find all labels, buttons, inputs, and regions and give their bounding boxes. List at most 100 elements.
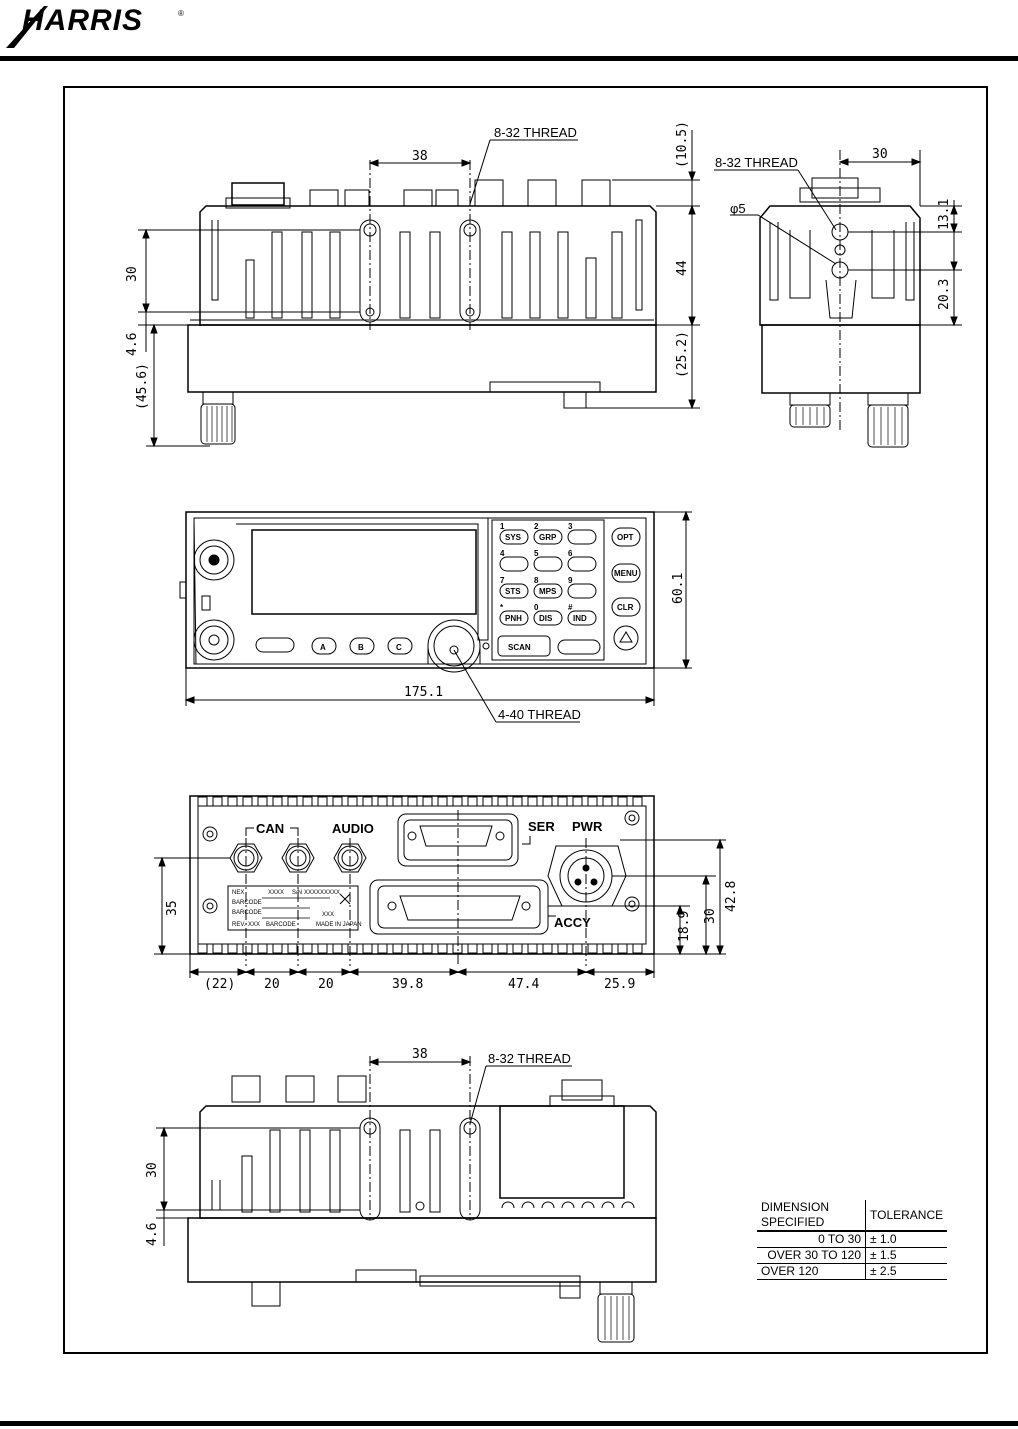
fin-tooth-top — [377, 796, 388, 807]
fin-tooth-top — [437, 796, 448, 807]
fin-tooth-top — [317, 796, 328, 807]
keypad-key-number: 5 — [534, 549, 539, 558]
fin-tooth-top — [407, 796, 418, 807]
keypad-key-number: 7 — [500, 576, 505, 585]
dim-25-2: (25.2) — [675, 331, 690, 378]
rear-dim-25-9: 25.9 — [604, 977, 635, 992]
accy-label: ACCY — [554, 915, 591, 930]
keypad-key-number: 1 — [500, 522, 505, 531]
keypad-key: 3 — [567, 522, 597, 545]
dim-38: 38 — [412, 149, 428, 164]
fin-tooth-bottom — [407, 943, 418, 954]
rear-dim-22: (22) — [204, 977, 235, 992]
keypad-key-body — [499, 583, 529, 599]
fin-tooth-top — [512, 796, 523, 807]
audio-label: AUDIO — [332, 821, 374, 836]
fin-tooth-bottom — [572, 943, 583, 954]
keypad-key-number: 4 — [500, 549, 505, 558]
key-b: B — [358, 643, 364, 652]
fin-tooth-bottom — [257, 943, 268, 954]
fin-tooth-top — [467, 796, 478, 807]
fin-tooth-bottom — [302, 943, 313, 954]
tol-value: ± 2.5 — [865, 1263, 948, 1280]
fin-tooth-bottom — [437, 943, 448, 954]
fin-tooth-bottom — [617, 943, 628, 954]
table-row: OVER 30 TO 120 ± 1.5 — [757, 1247, 948, 1264]
drawing-frame — [63, 86, 988, 1354]
keypad-key-body — [533, 556, 563, 572]
rear-dim-42-8: 42.8 — [724, 881, 739, 912]
keypad-key-number: 0 — [534, 603, 539, 612]
tolerance-header-row: DIMENSION SPECIFIED TOLERANCE — [757, 1200, 948, 1232]
svg-text:NEX: NEX — [232, 890, 244, 896]
fin-tooth-bottom — [392, 943, 403, 954]
rear-dim-30: 30 — [703, 908, 718, 924]
harris-logo: HARRIS ® — [6, 4, 184, 48]
fin-tooth-bottom — [212, 943, 223, 954]
key-opt: OPT — [617, 533, 634, 542]
fin-tooth-bottom — [497, 943, 508, 954]
svg-text:BARCODE: BARCODE — [266, 922, 296, 928]
keypad-key-body — [567, 583, 597, 599]
fin-tooth-bottom — [377, 943, 388, 954]
key-scan: SCAN — [508, 643, 531, 652]
fin-tooth-top — [422, 796, 433, 807]
logo-swoosh — [6, 6, 48, 48]
keypad-key-label: MPS — [539, 587, 557, 596]
fin-tooth-bottom — [287, 943, 298, 954]
svg-text:XXXX: XXXX — [268, 890, 284, 896]
tolerance-table: DIMENSION SPECIFIED TOLERANCE 0 TO 30 ± … — [757, 1200, 948, 1280]
header-dimension: DIMENSION SPECIFIED — [757, 1200, 866, 1232]
fin-tooth-top — [302, 796, 313, 807]
dim-60-1: 60.1 — [671, 573, 686, 604]
top-view: 38 8-32 THREAD 30 4.6 (45.6) (10.5) 44 (… — [125, 121, 700, 448]
svg-text:XXXXXXXXX: XXXXXXXXX — [304, 890, 340, 896]
header-rule — [0, 56, 1018, 61]
fin-tooth-top — [347, 796, 358, 807]
fin-tooth-top — [272, 796, 283, 807]
fin-tooth-bottom — [587, 943, 598, 954]
keypad-key-body — [533, 583, 563, 599]
rear-panel-view: CAN AUDIO SER PWR ACCY — [154, 795, 739, 992]
fin-tooth-top — [392, 796, 403, 807]
tol-range: OVER 120 — [757, 1263, 866, 1280]
rear-dim-20a: 20 — [264, 977, 280, 992]
svg-text:MADE IN JAPAN: MADE IN JAPAN — [316, 922, 362, 928]
keypad-key: 6 — [567, 549, 597, 572]
keypad-key: *PNH — [499, 603, 529, 626]
svg-text:BARCODE: BARCODE — [232, 910, 262, 916]
fin-tooth-bottom — [362, 943, 373, 954]
dim-175-1: 175.1 — [404, 685, 443, 700]
keypad-key-label: DIS — [539, 614, 553, 623]
fin-tooth-bottom — [542, 943, 553, 954]
dim-4-6: 4.6 — [125, 333, 140, 356]
fin-tooth-bottom — [347, 943, 358, 954]
ser-label: SER — [528, 819, 555, 834]
fin-tooth-top — [542, 796, 553, 807]
key-c: C — [396, 643, 402, 652]
keypad-key-label: PNH — [505, 614, 522, 623]
label-plate: NEX XXXX S/N XXXXXXXXX BARCODE BARCODE X… — [232, 890, 362, 928]
fin-tooth-bottom — [332, 943, 343, 954]
keypad-key-label: IND — [573, 614, 587, 623]
fin-tooth-top — [557, 796, 568, 807]
svg-text:XXX: XXX — [248, 922, 260, 928]
fin-tooth-bottom — [557, 943, 568, 954]
keypad-key-body — [499, 556, 529, 572]
side-thread-label: 8-32 THREAD — [715, 155, 798, 170]
keypad-key-body — [533, 610, 563, 626]
fin-tooth-top — [527, 796, 538, 807]
keypad-key-body — [499, 610, 529, 626]
fin-tooth-bottom — [422, 943, 433, 954]
fin-tooth-bottom — [512, 943, 523, 954]
fin-tooth-bottom — [527, 943, 538, 954]
dim-45-6: (45.6) — [135, 363, 150, 410]
side-view: 8-32 THREAD φ5 30 13.1 20.3 — [714, 147, 962, 448]
rear-dim-18-9: 18.9 — [677, 911, 692, 942]
thread-label: 8-32 THREAD — [494, 125, 577, 140]
